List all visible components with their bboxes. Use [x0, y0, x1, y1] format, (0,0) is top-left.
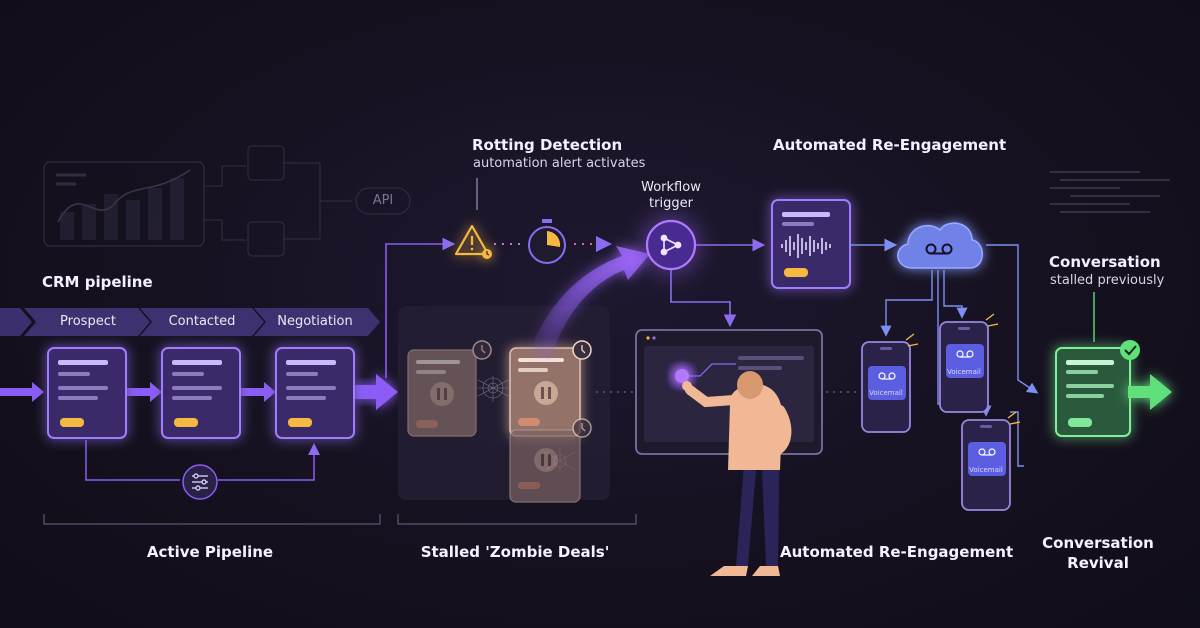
- stage-prospect-chevron: [24, 308, 150, 336]
- phone-middle-voicemail-label: Voicemail: [947, 368, 981, 376]
- pipeline-flow-arrows: [0, 374, 398, 410]
- waveform-icon: [781, 234, 831, 258]
- presentation-screen: [635, 329, 823, 455]
- connector-trigger-to-screen: [670, 270, 737, 328]
- share-nodes-icon: [660, 234, 682, 256]
- deal-card-prospect: [47, 347, 127, 439]
- person-figure: [682, 371, 792, 576]
- filter-node: [85, 440, 320, 500]
- stopwatch-icon: [528, 219, 566, 264]
- revival-sweep-arrow: [528, 246, 650, 360]
- section-revival-line2: Revival: [1067, 554, 1129, 572]
- warning-alert-icon: [454, 224, 492, 259]
- voicemail-cloud-icon: [897, 222, 983, 269]
- stage-negotiation-label: Negotiation: [277, 314, 353, 329]
- section-brackets: [43, 514, 637, 525]
- section-active-pipeline: Active Pipeline: [146, 543, 274, 561]
- deal-card-contacted: [161, 347, 241, 439]
- success-arrow: [1128, 374, 1172, 410]
- zombie-deals-panel: [398, 306, 610, 503]
- phone-voicemail-bottom: [961, 411, 1021, 511]
- conversation-title: Conversation: [1049, 253, 1161, 271]
- reengagement-top-title: Automated Re-Engagement: [773, 136, 1007, 154]
- stage-contacted-chevron: [140, 308, 264, 336]
- workflow-trigger-label-line2: trigger: [649, 196, 693, 211]
- rotting-detection-title: Rotting Detection: [472, 136, 623, 154]
- sliders-icon: [192, 473, 208, 491]
- rotting-detection-subtitle: automation alert activates: [473, 156, 646, 171]
- section-reengagement: Automated Re-Engagement: [780, 543, 1014, 561]
- section-zombie-deals: Stalled 'Zombie Deals': [420, 543, 610, 561]
- phone-bottom-voicemail-label: Voicemail: [969, 466, 1003, 474]
- workflow-trigger-label-line1: Workflow: [641, 180, 701, 195]
- revived-deal-card: [1055, 340, 1140, 437]
- connector-to-alert: [385, 237, 456, 378]
- workflow-trigger-node: [645, 219, 697, 271]
- zombie-card-center: [509, 340, 592, 437]
- code-lines-decoration: [1050, 171, 1170, 213]
- zombie-card-bottom: [509, 418, 592, 503]
- crm-pipeline-title: CRM pipeline: [42, 273, 153, 291]
- phone-voicemail-left: [861, 333, 919, 433]
- stage-negotiation-chevron: [254, 308, 380, 336]
- conversation-subtitle: stalled previously: [1050, 273, 1165, 288]
- check-badge-icon: [1120, 340, 1140, 360]
- stage-contacted-label: Contacted: [168, 314, 236, 329]
- api-label: API: [372, 193, 394, 208]
- background-dashboard: [43, 145, 411, 257]
- zombie-card-left: [407, 340, 492, 437]
- phone-left-voicemail-label: Voicemail: [869, 389, 903, 397]
- audio-message-card: [771, 199, 851, 289]
- pipeline-stage-banner: [0, 308, 380, 336]
- section-revival-line1: Conversation: [1042, 534, 1154, 552]
- deal-card-negotiation: [275, 347, 355, 439]
- phone-voicemail-middle: [939, 313, 999, 413]
- stage-prospect-label: Prospect: [60, 314, 116, 329]
